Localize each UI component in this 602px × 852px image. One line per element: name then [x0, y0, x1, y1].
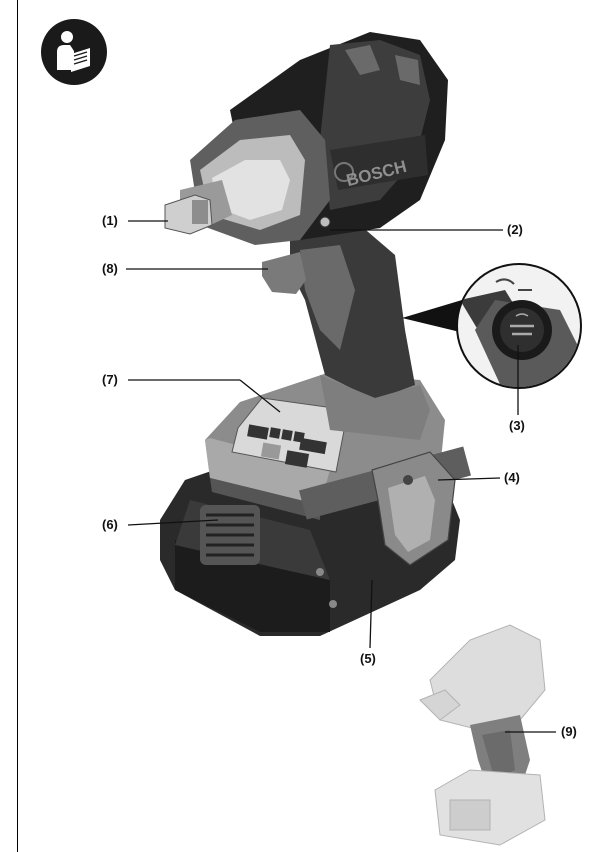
callout-2: (2): [507, 222, 523, 237]
callout-7: (7): [102, 372, 118, 387]
square-drive: [164, 194, 213, 235]
head-housing: [180, 110, 330, 245]
callout-4: (4): [504, 470, 520, 485]
callout-5: (5): [360, 651, 376, 666]
tool-variant-figure: [419, 624, 546, 846]
zoom-pointer: [402, 300, 462, 332]
work-light: [319, 216, 331, 228]
callout-leader-lines: [126, 220, 556, 733]
trigger: [262, 252, 306, 294]
tool-handle: [290, 225, 430, 440]
page-margin-rule: [17, 0, 18, 852]
callout-1: (1): [102, 213, 118, 228]
callout-9: (9): [561, 724, 577, 739]
control-panel: [231, 397, 349, 473]
zoom-detail-circle: [456, 263, 582, 389]
belt-clip: [371, 451, 456, 566]
callout-8: (8): [102, 261, 118, 276]
read-manual-icon: [41, 19, 107, 85]
callout-6: (6): [102, 517, 118, 532]
callout-3: (3): [509, 418, 525, 433]
